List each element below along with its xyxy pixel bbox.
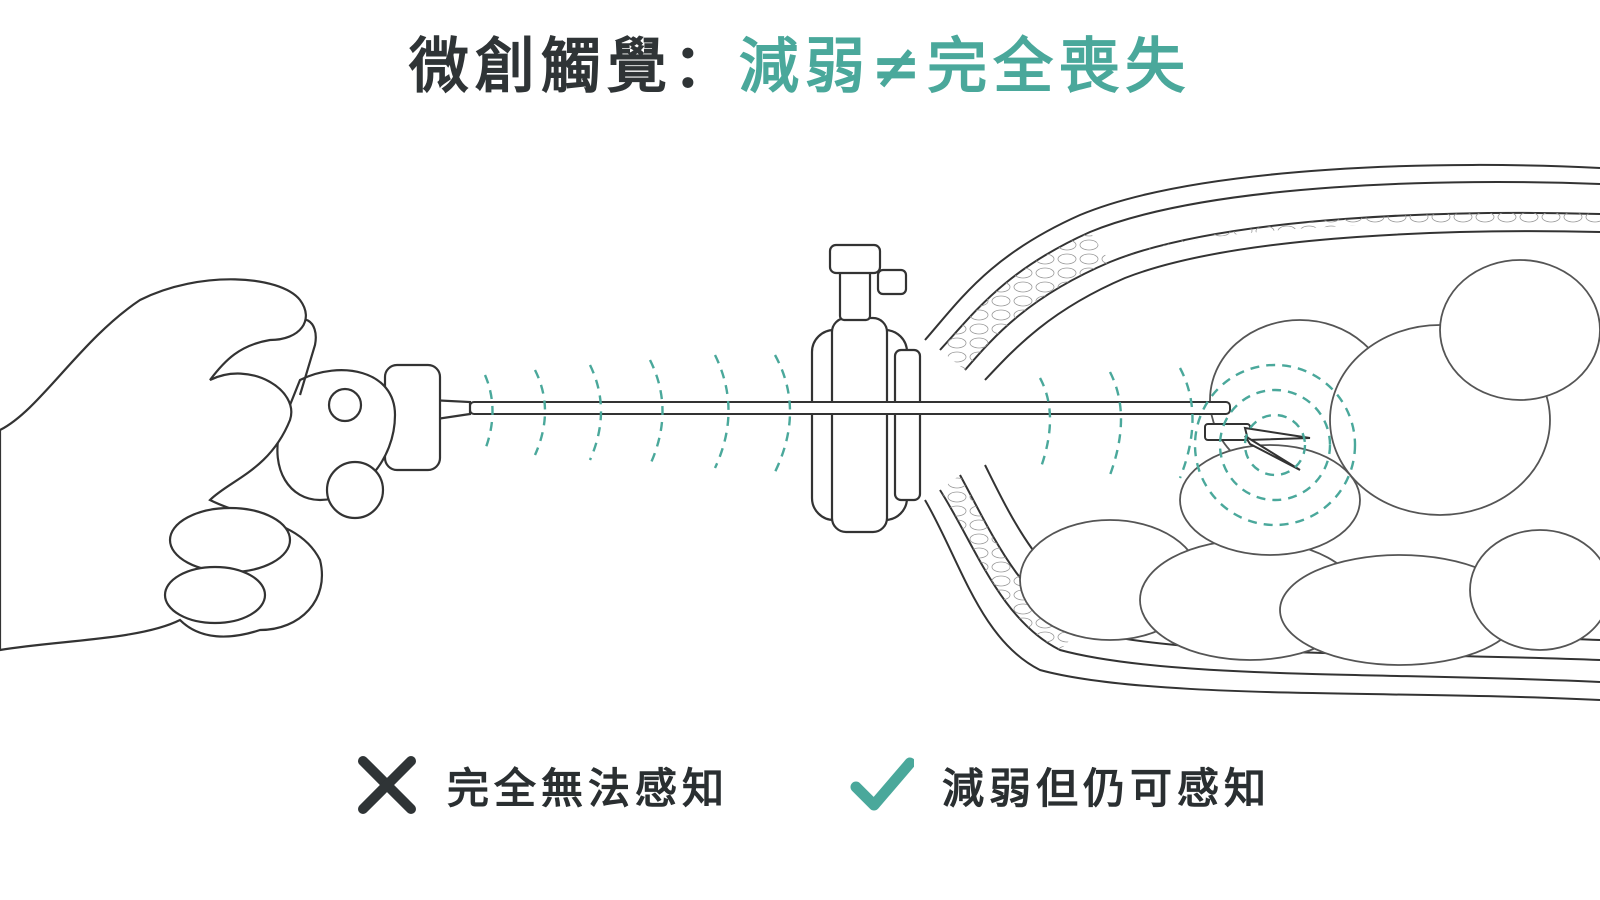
- trocar-port: [810, 243, 922, 534]
- checkmark-icon: [850, 757, 914, 811]
- gloved-hand: [0, 278, 323, 652]
- laparoscopy-illustration: [0, 163, 1600, 701]
- title-highlight: 減弱≠完全喪失: [738, 32, 1192, 102]
- legend-positive-label: 減弱但仍可感知: [942, 763, 1272, 813]
- page-title: 微創觸覺：減弱≠完全喪失: [0, 22, 1600, 112]
- title-prefix: 微創觸覺：: [408, 32, 739, 102]
- legend-negative-label: 完全無法感知: [447, 763, 730, 813]
- legend-cannot-perceive: 完全無法感知: [355, 750, 729, 820]
- x-cross-icon: [358, 756, 416, 814]
- haptic-wave-marks: [483, 354, 1357, 527]
- internal-organs: [1019, 259, 1600, 666]
- legend-reduced-perceive: 減弱但仍可感知: [850, 750, 1271, 820]
- instrument-handle: [276, 318, 472, 520]
- forceps-tip: [1243, 426, 1311, 471]
